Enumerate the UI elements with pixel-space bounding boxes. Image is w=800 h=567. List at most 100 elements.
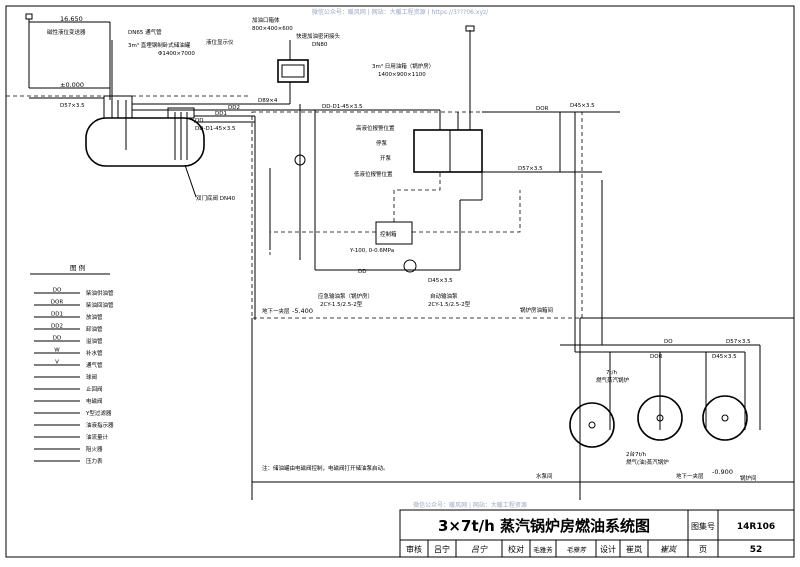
label-high-alarm: 高液位报警位置 xyxy=(356,124,395,132)
legend-item: 电磁阀 xyxy=(34,397,103,405)
legend-name: 止回阀 xyxy=(86,385,103,393)
checker: 毛雅芳 xyxy=(533,545,553,554)
review-label: 审核 xyxy=(406,544,422,554)
label-boiler: 7t/h xyxy=(606,370,618,376)
buried-oil-tank xyxy=(85,40,205,167)
legend-name: Y型过滤器 xyxy=(85,409,112,417)
label-tank: 3m³ 直埋钢制卧式储油罐 xyxy=(128,41,191,49)
label-basement2: 地下一夹层 xyxy=(676,472,704,480)
vent-stack xyxy=(25,13,111,100)
atlas-no: 14R106 xyxy=(737,522,775,532)
legend-name: 阻火器 xyxy=(86,445,103,453)
label-level-display: 液位显示仪 xyxy=(206,38,234,46)
label-fill-box: 加油口箱体 xyxy=(252,16,280,24)
label-low-alarm: 低液位报警位置 xyxy=(354,170,393,178)
pipe-dd2: DD2 xyxy=(228,105,240,111)
label-boiler2: 2台7t/h xyxy=(626,450,647,458)
label-double-valve: 双门底阀 DN40 xyxy=(196,194,236,202)
legend-item: 压力表 xyxy=(34,457,103,465)
legend-item: 球阀 xyxy=(34,373,97,381)
legend-name: 放油管 xyxy=(86,313,103,321)
legend-item: DD1 放油管 xyxy=(34,312,103,321)
boiler-1 xyxy=(569,402,615,448)
label-pump-manual-model: 2CY-1.5/2.5-2型 xyxy=(320,300,363,308)
label-fill-box-size: 800×400×600 xyxy=(252,26,293,32)
label-pump-manual: 应急输油泵（锅炉房） xyxy=(318,292,373,300)
boiler-3 xyxy=(702,395,748,441)
pipe-do: DO xyxy=(664,339,673,345)
trunk-pipes xyxy=(520,111,761,430)
label-boiler-room: 锅炉间 xyxy=(740,474,757,482)
pipe-dd-room: DD xyxy=(358,269,366,275)
pipe-dor-top: DOR xyxy=(536,106,549,112)
title-block xyxy=(399,509,795,558)
label-control-box: 控制箱 xyxy=(380,230,397,238)
elev-basement: -5.400 xyxy=(292,307,313,315)
legend-name: 补水管 xyxy=(86,349,103,357)
elev-boiler-floor: -0.900 xyxy=(712,468,733,476)
label-vent-pipe: DN65 通气管 xyxy=(128,28,162,36)
design-sig: 崔岚 xyxy=(660,545,677,554)
legend-name: 卸油管 xyxy=(86,325,103,333)
legend-item: 油液指示器 xyxy=(34,421,114,429)
pipe-d45-boiler: D45×3.5 xyxy=(712,354,737,360)
reviewer: 吕宁 xyxy=(434,544,450,554)
legend-item: 止回阀 xyxy=(34,385,103,393)
legend-name: 柴油供油管 xyxy=(86,289,114,297)
legend-title: 图 例 xyxy=(70,263,85,272)
legend-item: W 补水管 xyxy=(34,348,103,357)
pipe-d45-top: D45×3.5 xyxy=(570,103,595,109)
label-oil-room: 锅炉房油箱间 xyxy=(520,306,553,314)
legend: 图 例 xyxy=(30,263,110,275)
label-level-ctrl: 磁性液位变送器 xyxy=(47,28,86,36)
label-pressure: Y-100, 0-0.6MPa xyxy=(349,248,394,254)
legend-item: 阻火器 xyxy=(34,445,103,453)
legend-code: DD xyxy=(53,336,61,342)
check-sig: 毛雅芳 xyxy=(566,546,587,554)
label-quick-joint-dn: DN80 xyxy=(312,42,328,48)
legend-item: 油流量计 xyxy=(34,433,109,441)
legend-code: DO xyxy=(53,288,62,294)
check-label: 校对 xyxy=(508,544,524,554)
day-tank xyxy=(413,25,483,173)
legend-item: Y型过滤器 xyxy=(34,409,112,417)
legend-code: W xyxy=(54,348,60,354)
label-tank-size: Φ1400×7000 xyxy=(158,51,195,57)
legend-code: DD1 xyxy=(51,312,63,318)
pipe-dd-d1-2: DD-D1-45×3.5 xyxy=(322,104,363,110)
review-sig: 吕宁 xyxy=(471,545,488,554)
pipe-dor-boiler: DOR xyxy=(650,354,663,360)
elev-tank-top: 16.650 xyxy=(60,15,83,23)
watermark-bottom: 微信公众号：暖风网 | 网站：大暖工程资源 xyxy=(413,501,527,509)
tank-pipes xyxy=(29,82,441,320)
label-stop-pump: 停泵 xyxy=(376,139,388,147)
watermark-top: 微信公众号：暖风网 | 网站：大暖工程资源 | https://3???06.x… xyxy=(312,8,489,16)
oil-room-boundary xyxy=(251,111,583,319)
pipe-d57-room: D57×3.5 xyxy=(518,166,543,172)
fill-box xyxy=(277,40,309,83)
elev-ground: ±0.000 xyxy=(60,81,84,89)
legend-name: 油流量计 xyxy=(86,433,109,441)
pipe-d57-1: D57×3.5 xyxy=(60,103,85,109)
legend-name: 柴油回油管 xyxy=(86,301,114,309)
pipe-d45-room: D45×3.5 xyxy=(428,278,453,284)
pump-manual-icon xyxy=(294,154,306,166)
label-water-room: 水泵间 xyxy=(536,472,553,480)
label-day-tank: 3m³ 日用油箱（锅炉房） xyxy=(372,62,434,70)
legend-name: 通气管 xyxy=(86,361,103,369)
oil-room-pipes xyxy=(269,110,561,271)
designer: 崔岚 xyxy=(626,544,642,554)
label-pump-auto: 自动输油泵 xyxy=(430,292,458,300)
label-quick-joint: 快速加油密闭接头 xyxy=(296,32,341,40)
drawing-title: 3×7t/h 蒸汽锅炉房燃油系统图 xyxy=(438,517,650,535)
design-label: 设计 xyxy=(600,544,616,554)
label-boiler-name: 燃气蒸汽锅炉 xyxy=(596,376,630,384)
pipe-dd-d1: DD-D1-45×3.5 xyxy=(195,126,236,132)
